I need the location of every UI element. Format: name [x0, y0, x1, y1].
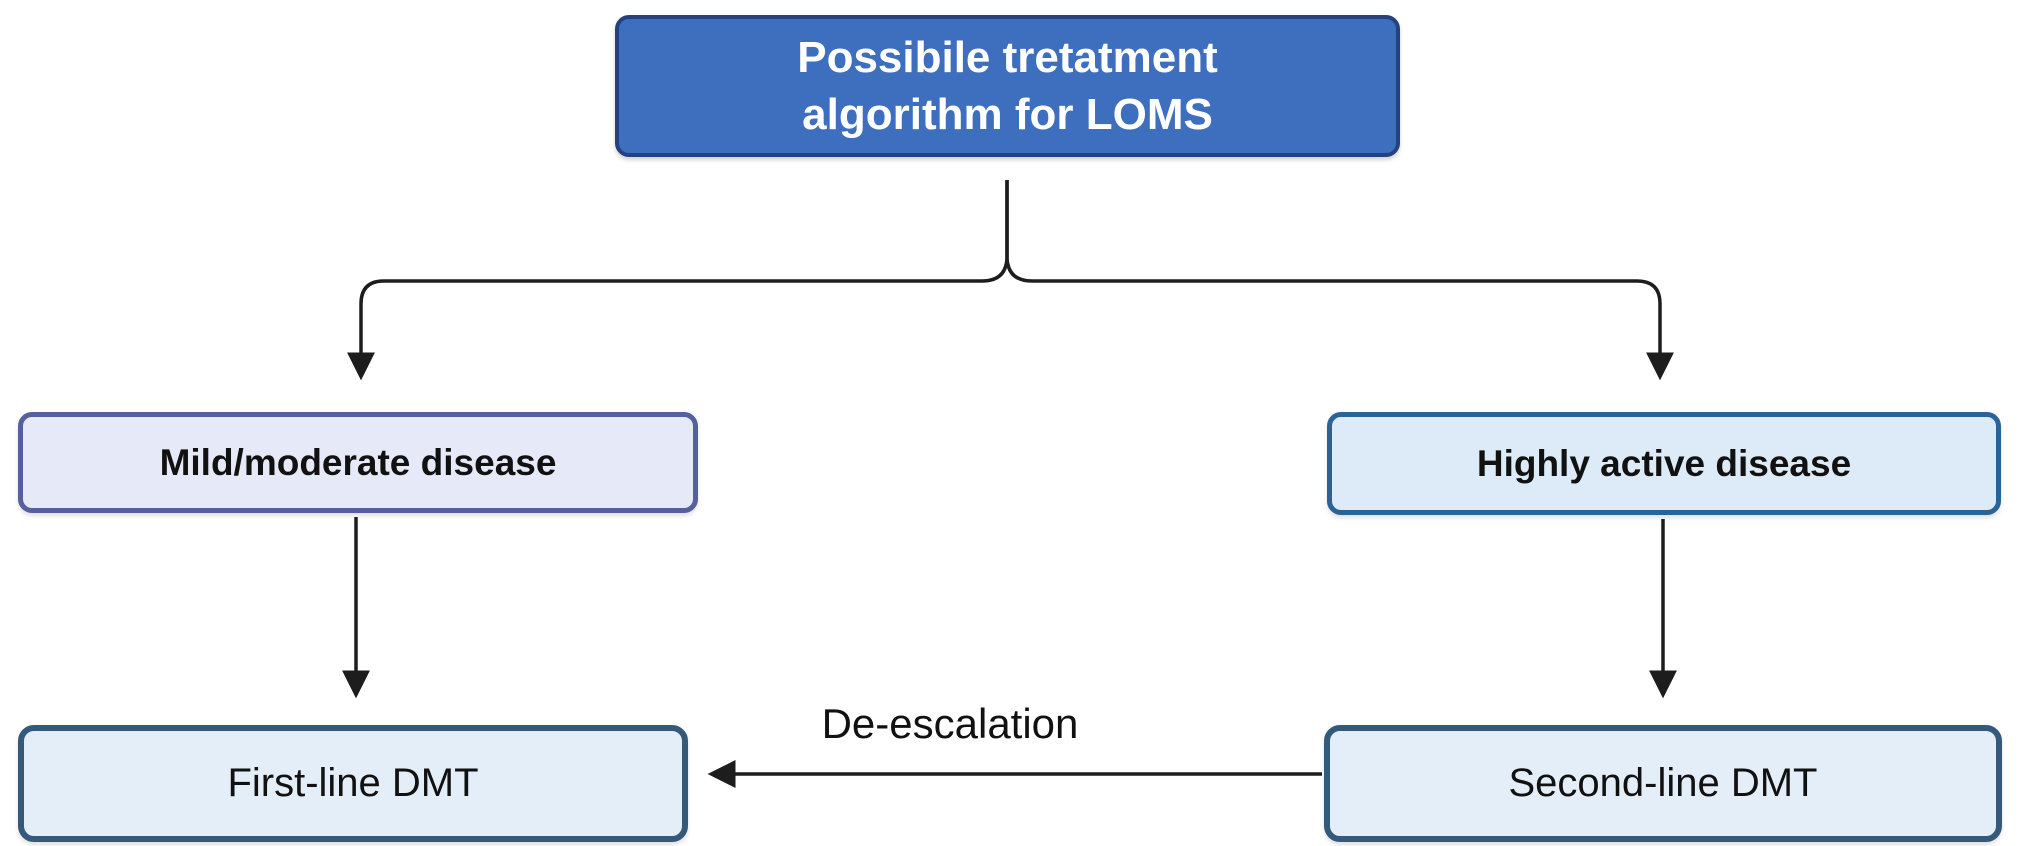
node-first-line-dmt: First-line DMT [18, 725, 688, 842]
node-title-line2: algorithm for LOMS [802, 90, 1213, 139]
node-title-line1: Possibile tretatment [797, 32, 1218, 82]
node-second-line-label: Second-line DMT [1508, 761, 1818, 805]
edge-title-to-mild [347, 180, 1009, 381]
node-mild-moderate-disease: Mild/moderate disease [18, 412, 698, 513]
node-first-line-label: First-line DMT [227, 761, 479, 805]
node-mild-moderate-label: Mild/moderate disease [159, 441, 557, 483]
node-highly-active-disease: Highly active disease [1327, 412, 2001, 515]
de-escalation-label: De-escalation [821, 700, 1079, 747]
node-second-line-dmt: Second-line DMT [1324, 725, 2002, 842]
node-title: Possibile tretatment algorithm for LOMS [615, 15, 1400, 157]
edge-title-to-highly [1005, 180, 1674, 381]
node-highly-active-label: Highly active disease [1476, 442, 1852, 484]
